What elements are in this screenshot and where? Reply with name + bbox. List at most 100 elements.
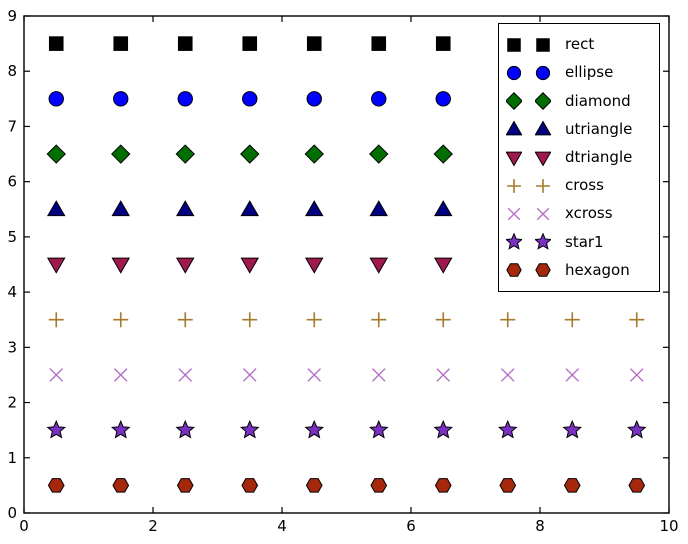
legend-marker-hexagon-icon: [506, 263, 522, 277]
legend-label: rect: [565, 35, 595, 54]
marker-cross: [242, 312, 258, 328]
marker-star1: [535, 233, 551, 250]
marker-xcross: [629, 368, 644, 382]
marker-xcross: [507, 207, 521, 221]
y-axis-tick-label: 1: [7, 449, 17, 467]
marker-diamond: [369, 144, 389, 164]
marker-xcross: [49, 368, 64, 382]
legend-marker-diamond-icon: [506, 92, 522, 111]
y-axis-tick-label: 3: [7, 338, 17, 356]
marker-diamond: [175, 144, 195, 164]
x-axis-tick-label: 2: [148, 517, 158, 535]
marker-star1: [368, 419, 389, 439]
marker-hexagon: [499, 478, 517, 493]
marker-rect: [177, 36, 193, 51]
marker-dtriangle: [240, 257, 260, 274]
marker-diamond: [433, 144, 453, 164]
y-axis-tick-label: 6: [7, 173, 17, 191]
marker-cross: [306, 312, 322, 328]
legend-item: xcross: [499, 200, 659, 228]
marker-rect: [435, 36, 451, 51]
marker-cross: [564, 312, 580, 328]
plot-frame: [23, 15, 670, 514]
marker-dtriangle: [46, 257, 66, 274]
legend-marker-cross-icon: [507, 178, 521, 193]
legend-marker-xcross-icon: [536, 207, 550, 221]
x-axis-tick-label: 0: [19, 517, 29, 535]
marker-rect: [113, 36, 129, 51]
legend-label: hexagon: [565, 260, 630, 279]
legend-label: xcross: [565, 204, 613, 223]
legend-marker-star1-icon: [506, 233, 522, 250]
x-axis-tick-label: 10: [659, 517, 678, 535]
marker-utriangle: [535, 120, 551, 136]
legend-item: diamond: [499, 87, 659, 115]
marker-cross: [177, 312, 193, 328]
marker-cross: [48, 312, 64, 328]
marker-hexagon: [305, 478, 323, 493]
legend-marker-utriangle-icon: [506, 120, 522, 136]
marker-xcross: [565, 368, 580, 382]
marker-hexagon: [241, 478, 259, 493]
marker-star1: [304, 419, 325, 439]
marker-utriangle: [369, 200, 389, 217]
marker-xcross: [113, 368, 128, 382]
marker-ellipse: [535, 65, 551, 81]
marker-utriangle: [111, 200, 131, 217]
legend-marker-xcross-icon: [507, 207, 521, 221]
marker-hexagon: [434, 478, 452, 493]
legend-marker-ellipse-icon: [506, 65, 522, 81]
marker-star1: [497, 419, 518, 439]
marker-hexagon: [628, 478, 646, 493]
marker-dtriangle: [506, 151, 522, 167]
legend-item: utriangle: [499, 115, 659, 143]
legend-label: diamond: [565, 91, 631, 110]
marker-dtriangle: [175, 257, 195, 274]
legend-marker-utriangle-icon: [535, 120, 551, 136]
marker-cross: [500, 312, 516, 328]
marker-cross: [371, 312, 387, 328]
legend-label: dtriangle: [565, 148, 633, 166]
y-axis-tick-label: 4: [7, 283, 17, 301]
marker-hexagon: [370, 478, 388, 493]
marker-xcross: [178, 368, 193, 382]
marker-rect: [48, 36, 64, 51]
marker-xcross: [500, 368, 515, 382]
marker-cross: [113, 312, 129, 328]
marker-ellipse: [435, 91, 451, 107]
legend-item: star1: [499, 228, 659, 256]
legend-marker-rect-icon: [507, 37, 521, 52]
marker-dtriangle: [433, 257, 453, 274]
marker-diamond: [111, 144, 131, 164]
marker-hexagon: [563, 478, 581, 493]
marker-ellipse: [371, 91, 387, 107]
y-axis-tick-label: 2: [7, 394, 17, 412]
marker-dtriangle: [369, 257, 389, 274]
marker-dtriangle: [535, 151, 551, 167]
marker-diamond: [506, 92, 522, 111]
marker-star1: [626, 419, 647, 439]
y-axis-tick-label: 0: [7, 504, 17, 522]
marker-ellipse: [242, 91, 258, 107]
legend-label: ellipse: [565, 63, 614, 82]
marker-rect: [371, 36, 387, 51]
marker-star1: [433, 419, 454, 439]
marker-ellipse: [306, 91, 322, 107]
marker-utriangle: [506, 120, 522, 136]
marker-rect: [507, 37, 521, 52]
legend-item: cross: [499, 172, 659, 200]
marker-cross: [435, 312, 451, 328]
legend-item: rect: [499, 31, 659, 59]
marker-diamond: [240, 144, 260, 164]
legend-marker-dtriangle-icon: [506, 151, 522, 167]
marker-dtriangle: [111, 257, 131, 274]
marker-ellipse: [113, 91, 129, 107]
y-axis-tick-label: 8: [7, 62, 17, 80]
x-axis-tick-label: 4: [277, 517, 287, 535]
marker-utriangle: [433, 200, 453, 217]
marker-xcross: [242, 368, 257, 382]
marker-hexagon: [112, 478, 130, 493]
marker-xcross: [307, 368, 322, 382]
legend-marker-rect-icon: [536, 37, 550, 52]
